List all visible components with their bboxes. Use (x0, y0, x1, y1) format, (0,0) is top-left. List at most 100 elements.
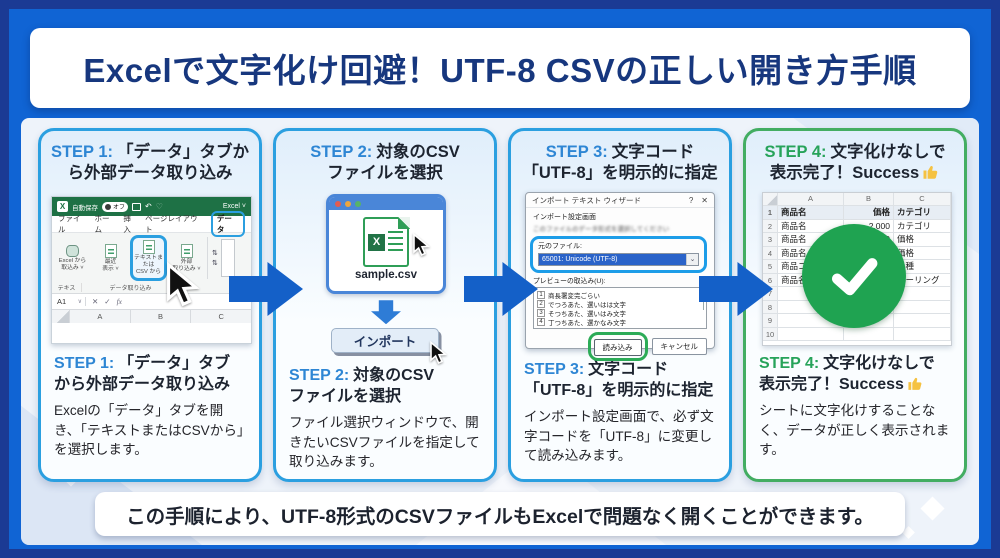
close-dot-icon[interactable] (335, 200, 341, 207)
step4-top-heading: STEP 4:文字化けなしで 表示完了！Success (764, 143, 946, 183)
get-from-excel-button[interactable]: Excel から 取込み ˅ (54, 235, 91, 281)
minimize-dot-icon[interactable] (345, 200, 351, 207)
menu-file[interactable]: ファイル (58, 214, 81, 235)
step3-illustration: インポート テキスト ウィザード ? ✕ インポート設定画面 このファイルのデー… (511, 188, 729, 362)
step3-label: STEP 3: (545, 143, 608, 161)
preview-line: 3 そつちあた、選いはみ文字 (537, 308, 703, 318)
confirm-entry-icon[interactable]: ✓ (104, 297, 111, 307)
step1-body-text: Excelの「データ」タブを開き、「テキストまたはCSVから」を選択します。 (54, 402, 244, 458)
maximize-dot-icon[interactable] (355, 200, 361, 207)
step2-label: STEP 2: (310, 143, 373, 161)
file-picker-window: X sample.csv (326, 194, 446, 295)
down-arrow (371, 300, 401, 325)
undo-icon[interactable]: ↶ (145, 202, 152, 212)
step2-illustration: X sample.csv インポート (276, 188, 494, 365)
encoding-highlight-ring: 元のファイル: 65001: Unicode (UTF-8) ⌄ (530, 236, 707, 274)
preview-line: 4 丁つちあた、選かなみ文字 (537, 317, 703, 327)
excel-title-bar: X 自動保存 オフ ↶ ♡ Excel ˅ (52, 197, 251, 217)
step3-body-text: インポート設定画面で、必ず文字コードを「UTF-8」に変更して読み込みます。 (524, 408, 714, 464)
step3-top-heading: STEP 3:文字コード 「UTF-8」を明示的に指定 (522, 143, 718, 183)
dialog-subtitle: インポート設定画面 (533, 214, 596, 222)
step4-body-text: シートに文字化けすることなく、データが正しく表示されます。 (759, 402, 950, 458)
step2-top-heading: STEP 2:対象のCSV ファイルを選択 (310, 143, 460, 183)
sort-asc-icon[interactable]: ⇅ (212, 250, 218, 258)
import-wizard-dialog: インポート テキスト ウィザード ? ✕ インポート設定画面 このファイルのデー… (525, 192, 715, 362)
encoding-selected-value: 65001: Unicode (UTF-8) (539, 254, 686, 266)
sheet-row: 1 商品名 価格 カテゴリ (763, 206, 951, 220)
sparkle-decor (920, 496, 945, 521)
menu-home[interactable]: ホーム (94, 214, 110, 235)
scrollbar[interactable] (702, 296, 704, 311)
save-icon[interactable] (132, 202, 142, 211)
file-icon (104, 243, 117, 258)
external-import-button[interactable]: 外部 取り込み ˅ (168, 235, 205, 281)
preview-box: 1 商長署変完ごらい 2 でつろあた、選いはは文字 3 そつちあた、選いはみ文字… (533, 287, 707, 330)
dialog-actions: 読み込み キャンセル (533, 332, 707, 362)
step1-card: STEP 1:「データ」タブか ら外部データ取り込み X 自動保存 オフ ↶ ♡… (38, 128, 262, 482)
column-b-header[interactable]: B (844, 193, 894, 206)
page-title: Excelで文字化け回避！UTF-8 CSVの正しい開き方手順 (83, 52, 917, 89)
excel-app-icon: X (57, 201, 68, 213)
recent-sources-button[interactable]: 最近 表示 ˅ (92, 235, 129, 281)
sort-icons[interactable]: ⇅ ⇅ (210, 235, 220, 281)
import-button[interactable]: インポート (331, 328, 439, 354)
step1-illustration: X 自動保存 オフ ↶ ♡ Excel ˅ ファイル ホーム 挿入 ページレイア… (41, 188, 259, 350)
excel-ribbon-screenshot: X 自動保存 オフ ↶ ♡ Excel ˅ ファイル ホーム 挿入 ページレイア… (51, 196, 252, 345)
chevron-down-icon[interactable]: ⌄ (686, 254, 698, 266)
menu-insert[interactable]: 挿入 (123, 214, 131, 235)
from-text-csv-button-highlighted[interactable]: テキストまたは CSV から (130, 235, 167, 282)
step3-bottom-heading: STEP 3:文字コード 「UTF-8」を明示的に指定 (524, 361, 714, 400)
column-a-header[interactable]: A (70, 310, 131, 324)
cell-reference-box[interactable]: A1∨ (52, 297, 86, 307)
column-c-header[interactable]: C (218, 312, 224, 322)
sheet-row: 10 (763, 327, 951, 342)
encoding-select[interactable]: 65001: Unicode (UTF-8) ⌄ (538, 253, 699, 267)
autosave-label: 自動保存 (72, 204, 98, 212)
file-icon (180, 243, 193, 258)
excel-app-label: Excel ˅ (222, 203, 246, 211)
column-c-header[interactable]: C (894, 193, 951, 206)
select-all-corner[interactable] (52, 310, 70, 324)
select-all-corner[interactable] (763, 193, 778, 206)
help-icon[interactable]: ? (688, 195, 694, 205)
dialog-title-bar: インポート テキスト ウィザード ? ✕ (526, 193, 714, 209)
step4-card: STEP 4:文字化けなしで 表示完了！Success A B C 1 商品名 … (743, 128, 967, 482)
autosave-toggle[interactable]: オフ (102, 201, 129, 212)
step2-bottom-heading: STEP 2:対象のCSV ファイルを選択 (289, 367, 435, 406)
excel-ribbon-buttons: Excel から 取込み ˅ 最近 表示 ˅ テキストまたは CSV から 外部… (52, 233, 251, 282)
step2-card: STEP 2:対象のCSV ファイルを選択 X sample.csv インポート… (273, 128, 497, 482)
source-file-label: 元のファイル: (538, 243, 582, 251)
spreadsheet-lines (388, 231, 403, 254)
menu-data-highlighted[interactable]: データ (210, 211, 245, 238)
ribbon-group-labels: テキス データ取り込み (52, 281, 251, 295)
step4-bottom-heading: STEP 4:文字化けなしで 表示完了！Success (759, 355, 935, 394)
cancel-entry-icon[interactable]: ✕ (92, 297, 99, 307)
group-label-text: テキス (52, 282, 82, 292)
csv-file-icon[interactable]: X (363, 216, 410, 268)
step3-card: STEP 3:文字コード 「UTF-8」を明示的に指定 インポート テキスト ウ… (508, 128, 732, 482)
page-fold (397, 216, 410, 229)
step2-body-text: ファイル選択ウィンドウで、開きたいCSVファイルを指定して取り込みます。 (289, 414, 480, 470)
column-b-header[interactable]: B (131, 310, 192, 324)
heart-icon: ♡ (155, 202, 163, 212)
mouse-cursor-icon (167, 261, 200, 307)
step1-top-heading: STEP 1:「データ」タブか ら外部データ取り込み (50, 143, 250, 183)
fx-icon[interactable]: fx (116, 297, 123, 307)
dialog-body: インポート設定画面 このファイルのデータ形式を選択してください 元のファイル: … (526, 208, 714, 362)
preview-line: 2 でつろあた、選いはは文字 (537, 299, 703, 309)
column-headers: A B C (52, 310, 251, 324)
close-icon[interactable]: ✕ (701, 195, 708, 205)
menu-pagelayout[interactable]: ページレイアウト (145, 214, 198, 235)
load-button[interactable]: 読み込み (593, 339, 642, 357)
mouse-cursor-icon (430, 341, 448, 365)
footer-banner: この手順により、UTF-8形式のCSVファイルもExcelで問題なく開くことがで… (95, 492, 905, 536)
column-a-header[interactable]: A (778, 193, 844, 206)
cancel-button[interactable]: キャンセル (651, 338, 707, 356)
blurred-text-line: このファイルのデータ形式を選択してください (533, 226, 670, 234)
excel-x-logo: X (368, 233, 385, 251)
namebox-drop-icon[interactable]: ∨ (77, 299, 82, 306)
formula-bar: A1∨ ✕ ✓ fx (52, 294, 251, 311)
sort-desc-icon[interactable]: ⇅ (212, 260, 218, 268)
database-icon (66, 244, 79, 257)
dialog-title: インポート テキスト ウィザード (532, 195, 641, 205)
